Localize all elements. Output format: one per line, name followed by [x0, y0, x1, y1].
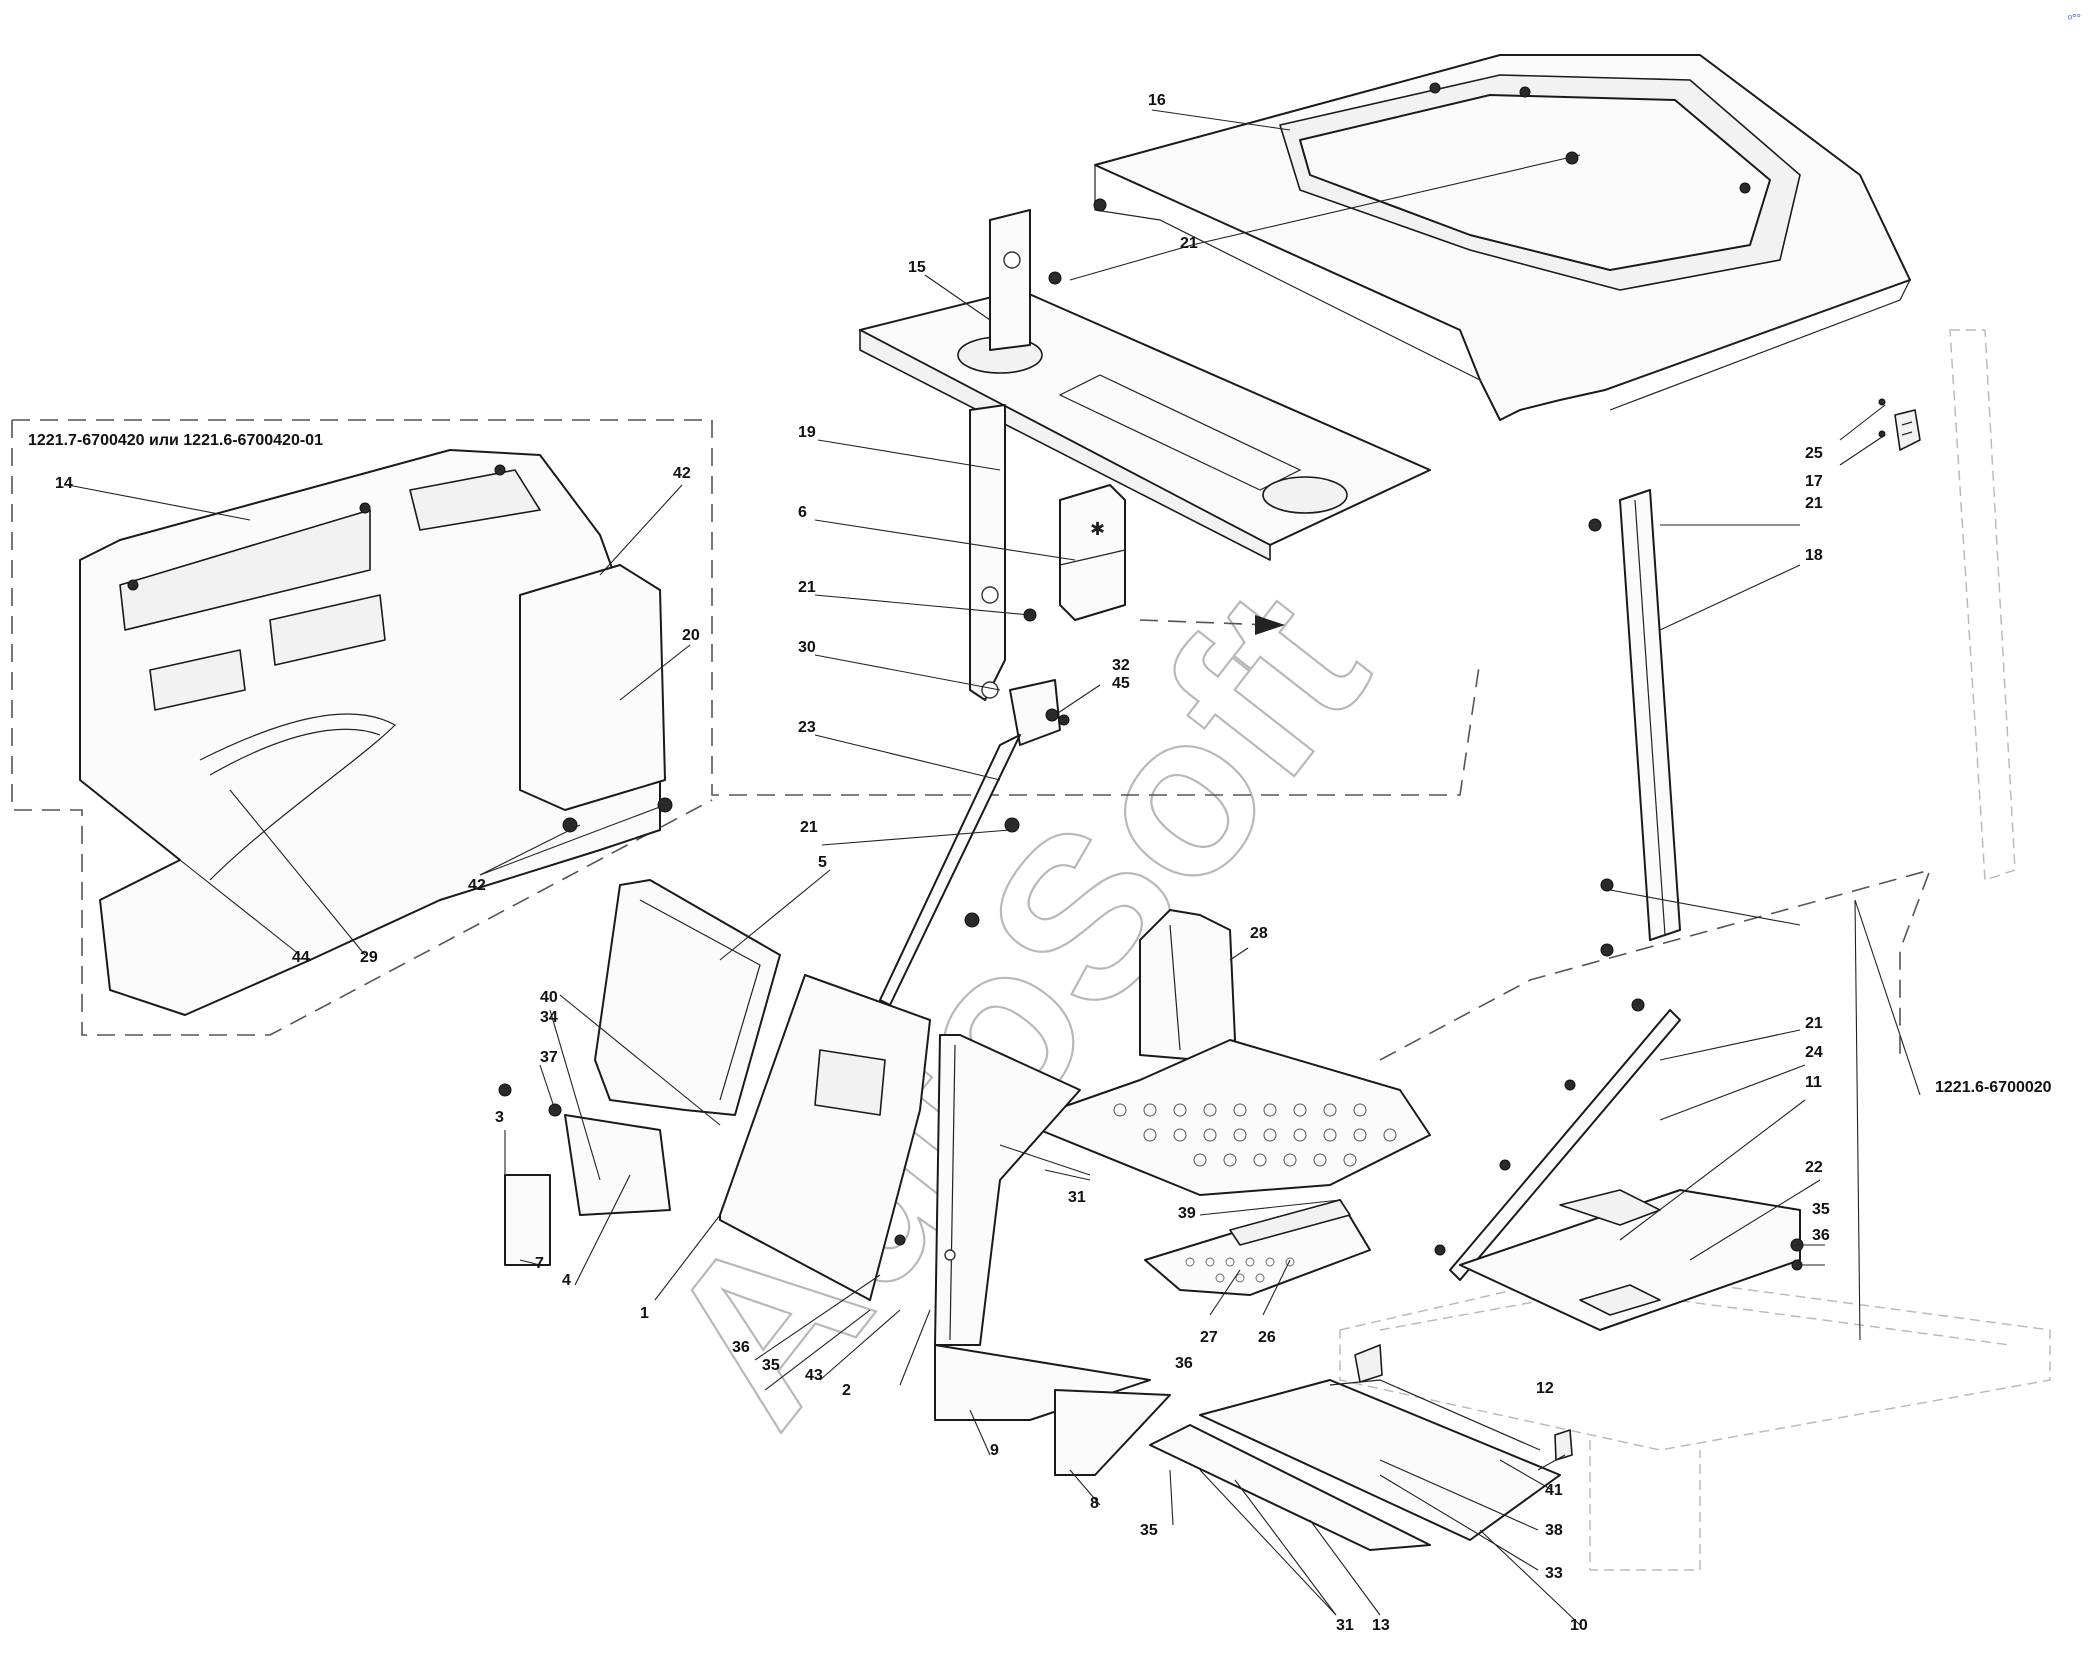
- part-19-pillar: [879, 404, 1070, 1006]
- part-17-bracket: [1878, 398, 1921, 451]
- callout-20: 20: [682, 627, 700, 644]
- callout-21-roof: 21: [1180, 235, 1198, 252]
- part-6-box: ✱: [1059, 484, 1126, 621]
- part-18-right-post: [1588, 489, 1681, 1012]
- floor-panel: [1039, 1039, 1431, 1196]
- callout-26: 26: [1258, 1329, 1276, 1346]
- callout-41: 41: [1545, 1482, 1563, 1499]
- callout-21-post: 21: [1805, 495, 1823, 512]
- part-10-plate: [1149, 1379, 1561, 1551]
- part-28-seat-boot: [1139, 909, 1236, 1061]
- callout-32: 32: [1112, 657, 1130, 674]
- callout-10: 10: [1570, 1617, 1588, 1634]
- callout-42-bottom: 42: [468, 877, 486, 894]
- callout-7: 7: [535, 1255, 544, 1272]
- callout-24: 24: [1805, 1044, 1823, 1061]
- callout-43: 43: [805, 1367, 823, 1384]
- callout-6: 6: [798, 504, 807, 521]
- callout-35-bottom: 35: [1140, 1522, 1158, 1539]
- callout-2: 2: [842, 1382, 851, 1399]
- callout-45: 45: [1112, 675, 1130, 692]
- callout-34: 34: [540, 1009, 558, 1026]
- callout-19: 19: [798, 424, 816, 441]
- callout-9: 9: [990, 1442, 999, 1459]
- callout-12: 12: [1536, 1380, 1554, 1397]
- part-24-bar: [1434, 1009, 1681, 1281]
- callout-13: 13: [1372, 1617, 1390, 1634]
- callout-38: 38: [1545, 1522, 1563, 1539]
- callout-5: 5: [818, 854, 827, 871]
- callout-39: 39: [1178, 1205, 1196, 1222]
- callout-1: 1: [640, 1305, 649, 1322]
- callout-21-strut: 21: [800, 819, 818, 836]
- part-15-cross-member: [859, 209, 1431, 561]
- callout-31-mid: 31: [1068, 1189, 1086, 1206]
- callout-27: 27: [1200, 1329, 1218, 1346]
- callout-8: 8: [1090, 1495, 1099, 1512]
- callout-4: 4: [562, 1272, 571, 1289]
- part-4-bracket: [564, 1114, 671, 1216]
- part-1-panel: [719, 974, 931, 1301]
- callout-35-right: 35: [1812, 1201, 1830, 1218]
- callout-28: 28: [1250, 925, 1268, 942]
- leader-lines: [67, 109, 1921, 1626]
- callout-21-pillar: 21: [798, 579, 816, 596]
- assembly-boundary-right: [1339, 329, 2051, 1571]
- callout-29: 29: [360, 949, 378, 966]
- callout-44: 44: [292, 949, 310, 966]
- callout-40: 40: [540, 989, 558, 1006]
- callout-25: 25: [1805, 445, 1823, 462]
- callout-30: 30: [798, 639, 816, 656]
- svg-text:✱: ✱: [1090, 519, 1105, 539]
- corner-mark: ᵒ°°: [2068, 13, 2081, 25]
- callout-labels: 16 21 15 19 6 21 30 23 21 32 45 28 25 17…: [28, 92, 2052, 1634]
- callout-36-mid: 36: [1175, 1355, 1193, 1372]
- callout-15: 15: [908, 259, 926, 276]
- group-label-left: 1221.7-6700420 или 1221.6-6700420-01: [28, 432, 323, 449]
- callout-18: 18: [1805, 547, 1823, 564]
- callout-22: 22: [1805, 1159, 1823, 1176]
- part-8-bracket: [1054, 1389, 1171, 1476]
- callout-36-right: 36: [1812, 1227, 1830, 1244]
- callout-33: 33: [1545, 1565, 1563, 1582]
- part-3-bracket: [498, 1083, 562, 1266]
- part-5-panel: [594, 879, 781, 1116]
- group-label-right: 1221.6-6700020: [1935, 1079, 2052, 1096]
- callout-14: 14: [55, 475, 73, 492]
- callout-37: 37: [540, 1049, 558, 1066]
- part-9-bracket: [934, 1344, 1151, 1421]
- callout-17: 17: [1805, 473, 1823, 490]
- callout-36-left: 36: [732, 1339, 750, 1356]
- callout-11: 11: [1805, 1074, 1822, 1091]
- callout-23: 23: [798, 719, 816, 736]
- callout-3: 3: [495, 1109, 504, 1126]
- part-12-bracket: [1354, 1344, 1573, 1461]
- callout-21-right: 21: [1805, 1015, 1823, 1032]
- assembly-boundary-left: [11, 419, 1481, 1036]
- callout-42-top: 42: [673, 465, 691, 482]
- callout-35-left: 35: [762, 1357, 780, 1374]
- part-27-mat: [1144, 1199, 1371, 1296]
- callout-31-bottom: 31: [1336, 1617, 1354, 1634]
- part-14-dashboard: [79, 449, 661, 1016]
- part-16-roof: [1093, 54, 1912, 421]
- callout-16: 16: [1148, 92, 1166, 109]
